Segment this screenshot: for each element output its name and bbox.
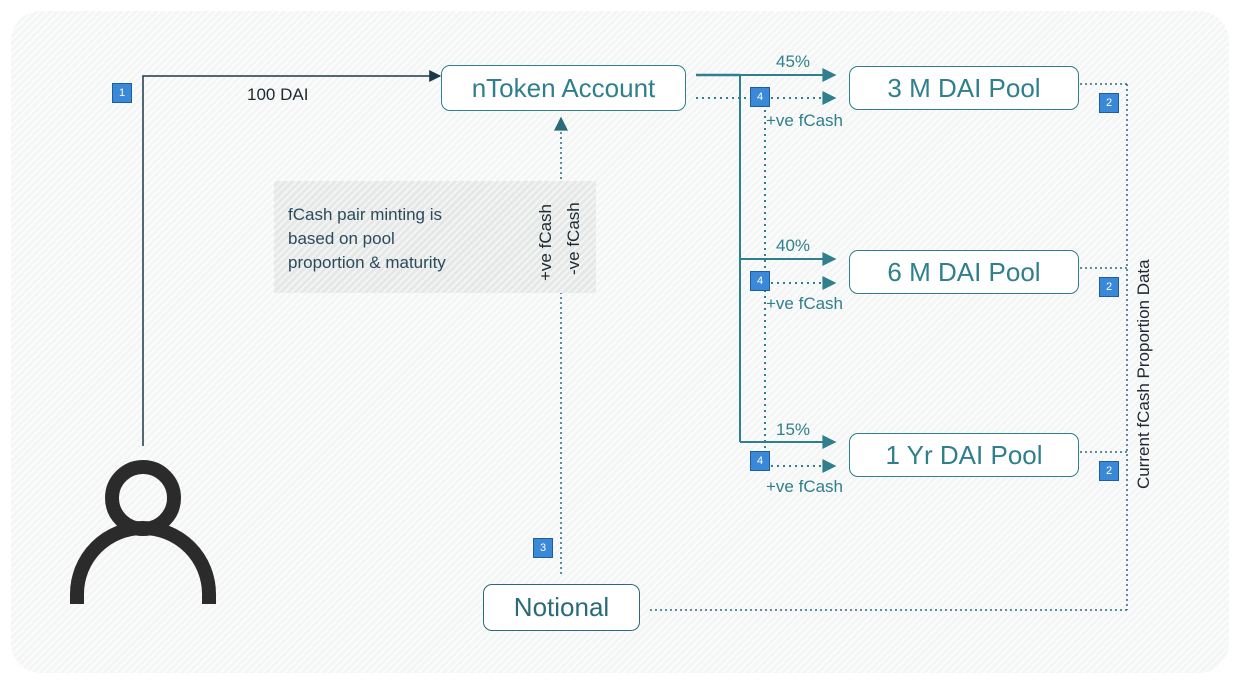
fcash-minting-note-text: fCash pair minting is based on pool prop… xyxy=(288,205,446,272)
step-2-tag-6m: 2 xyxy=(1099,277,1119,297)
step-1-tag: 1 xyxy=(112,83,132,103)
pool-3m-fcash-label: +ve fCash xyxy=(766,111,844,130)
pool-3m-box: 3 M DAI Pool xyxy=(849,66,1079,110)
pool-6m-fcash-label: +ve fCash xyxy=(766,294,844,313)
step-4-tag-1y: 4 xyxy=(750,451,770,471)
pool-3m-share-label: 45% xyxy=(776,52,811,71)
user-icon xyxy=(70,460,216,604)
deposit-connector xyxy=(142,70,442,446)
deposit-amount-label: 100 DAI xyxy=(247,85,309,104)
step-4-tag-3m: 4 xyxy=(750,87,770,107)
fcash-minting-note: fCash pair minting is based on pool prop… xyxy=(274,181,596,293)
step-4-tag-6m: 4 xyxy=(750,271,770,291)
diagram-canvas xyxy=(11,11,1229,673)
proportion-data-vertical-label: Current fCash Proportion Data xyxy=(1134,259,1153,489)
ntoken-account-box: nToken Account xyxy=(441,65,686,111)
negative-fcash-vertical-label: -ve fCash xyxy=(564,202,583,275)
step-2-tag-3m: 2 xyxy=(1099,93,1119,113)
pool-6m-share-label: 40% xyxy=(776,236,811,255)
pool-1y-fcash-label: +ve fCash xyxy=(766,477,844,496)
pool-6m-box: 6 M DAI Pool xyxy=(849,250,1079,294)
positive-fcash-vertical-label: +ve fCash xyxy=(536,203,555,281)
notional-box: Notional xyxy=(483,584,640,631)
pool-1y-box: 1 Yr DAI Pool xyxy=(849,433,1079,477)
pool-1y-share-label: 15% xyxy=(776,420,811,439)
step-2-tag-1y: 2 xyxy=(1099,461,1119,481)
step-3-tag: 3 xyxy=(533,538,553,558)
